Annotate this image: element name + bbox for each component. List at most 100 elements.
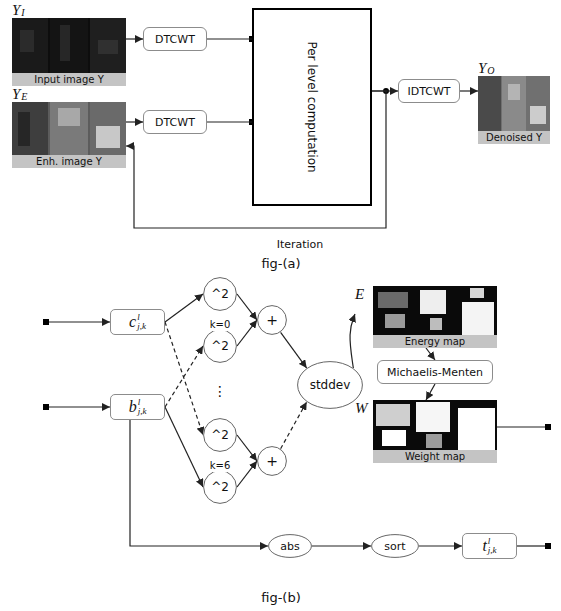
edge-label: Iteration [275,238,326,251]
node-label: ^2 [211,339,229,353]
node-label: + [266,312,278,328]
image-panel: YEEnh. image Y [12,86,126,168]
image-caption: Input image Y [12,73,126,86]
connector [165,294,203,322]
image-patch [416,402,450,432]
connector [419,545,462,546]
image-patch [385,314,405,328]
node-label: DTCWT [155,33,195,46]
image-patch [426,434,442,448]
notation-group: clj,k [129,313,146,331]
image-patch [382,430,406,446]
output-terminal [545,424,551,430]
image-patch [12,18,126,73]
input-image-picture [12,18,126,73]
connector [237,320,257,346]
image-patch [462,302,494,335]
node-outline [204,278,237,311]
image-symbol: Y [12,86,20,102]
image-patch [96,126,120,148]
node-label: IDTCWT [407,85,450,98]
connector [426,348,435,360]
input-terminal [43,404,49,410]
node-label: ^2 [211,480,229,494]
image-subscript: E [21,92,27,102]
label-holder: ⋮ [211,381,229,400]
weight-map-picture [373,400,497,450]
image-subscript: O [487,66,494,76]
node-label: ^2 [211,428,229,442]
image-patch [90,18,126,73]
level-superscript: l [488,537,497,546]
process-box: Michaelis-Menten [377,360,493,384]
image-patch [12,102,48,156]
image-patch [373,286,497,335]
input-terminal [43,319,49,325]
image-patch [58,108,80,126]
coefficient-box: tlj,k [462,533,517,559]
square-op: ^2 [203,329,237,363]
figure-caption: fig-(a) [259,256,302,272]
image-patch [508,84,520,100]
image-patch [50,102,88,156]
image-patch [18,112,30,146]
figure-caption: fig-(b) [259,590,303,606]
connector [130,420,268,546]
connector [126,121,143,122]
image-panel: YODenoised Y [478,60,550,144]
process-box: DTCWT [143,27,207,51]
node-label: stddev [310,378,351,392]
square-op: ^2 [203,470,237,504]
stddev-op: stddev [297,361,363,409]
index-label: k=6 [208,460,233,472]
connector [126,38,143,39]
node-outline [204,471,237,504]
map-symbol: W [355,400,373,416]
image-patch [430,318,442,330]
node-outline [269,535,312,558]
image-patch [376,404,410,426]
node-label: Michaelis-Menten [387,366,483,379]
node-label: DTCWT [155,116,195,129]
image-patch [12,18,48,73]
process-box: DTCWT [143,110,207,134]
sort-op: sort [371,534,419,558]
input-wire [49,321,110,322]
image-patch [478,76,550,131]
square-op: ^2 [203,277,237,311]
ellipsis-mark: ⋮ [211,383,229,400]
coefficient-box: blj,k [110,394,165,420]
image-patch [502,76,526,131]
process-box: IDTCWT [398,79,460,103]
connector [426,384,435,400]
label-holder: fig-(b) [259,587,303,606]
level-superscript: l [138,398,147,407]
connector [165,407,203,487]
node-outline [298,362,363,409]
label-holder: fig-(a) [259,253,302,272]
denoised-image-picture [478,76,550,131]
node-outline [204,419,237,452]
sum-op: + [257,305,287,335]
node-label: sort [384,540,405,553]
coefficient-symbol: c [129,313,136,331]
node-label: Per level computation [305,41,319,172]
image-patch [470,288,484,298]
image-panel: YI Input image Y [12,2,126,86]
square-op: ^2 [203,418,237,452]
image-subscript: I [21,8,24,18]
node-outline [204,330,237,363]
node-outline [258,447,287,476]
image-patch [373,400,497,450]
input-wire [49,406,110,407]
connector [237,435,257,461]
map-caption: Weight map [373,450,497,463]
coefficient-box: clj,k [110,309,165,335]
image-patch [378,292,408,308]
connector [350,314,355,368]
weight-map: W Weight map [355,400,497,463]
image-symbol: Y [12,2,20,18]
connector [237,294,257,320]
image-patch [478,76,501,131]
connector [207,121,252,122]
